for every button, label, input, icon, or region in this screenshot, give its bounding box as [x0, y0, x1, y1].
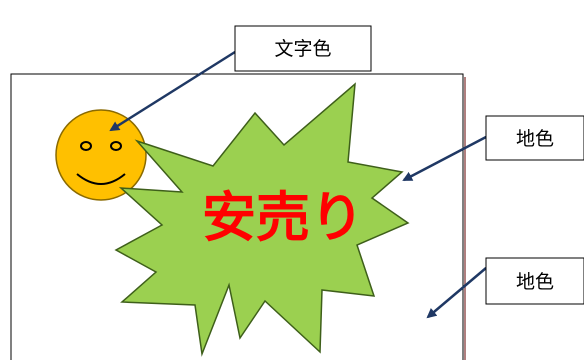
callout-text-color-box: [234, 25, 372, 72]
smiley-face-icon: [55, 109, 147, 201]
callout-ground-color-2: 地色: [485, 257, 584, 305]
callout-text-color-label: 文字色: [274, 38, 331, 60]
right-eye: [110, 141, 122, 151]
sale-text: 安売り: [202, 186, 364, 249]
arrow-ground-color-paper: [426, 267, 487, 319]
callout-text-color: 文字色: [234, 25, 372, 72]
arrow-ground-color-burst: [402, 135, 487, 182]
callout-ground-color-2-label: 地色: [516, 271, 554, 293]
callout-ground-color-2-box: [485, 257, 584, 305]
arrow-text-color: [109, 50, 236, 132]
callout-ground-color-1-box: [485, 115, 584, 161]
callout-ground-color-1-label: 地色: [516, 128, 554, 150]
left-eye: [80, 141, 92, 151]
callout-ground-color-1: 地色: [485, 115, 584, 161]
sale-burst-shape: [114, 82, 410, 357]
smile-mouth: [76, 173, 126, 185]
